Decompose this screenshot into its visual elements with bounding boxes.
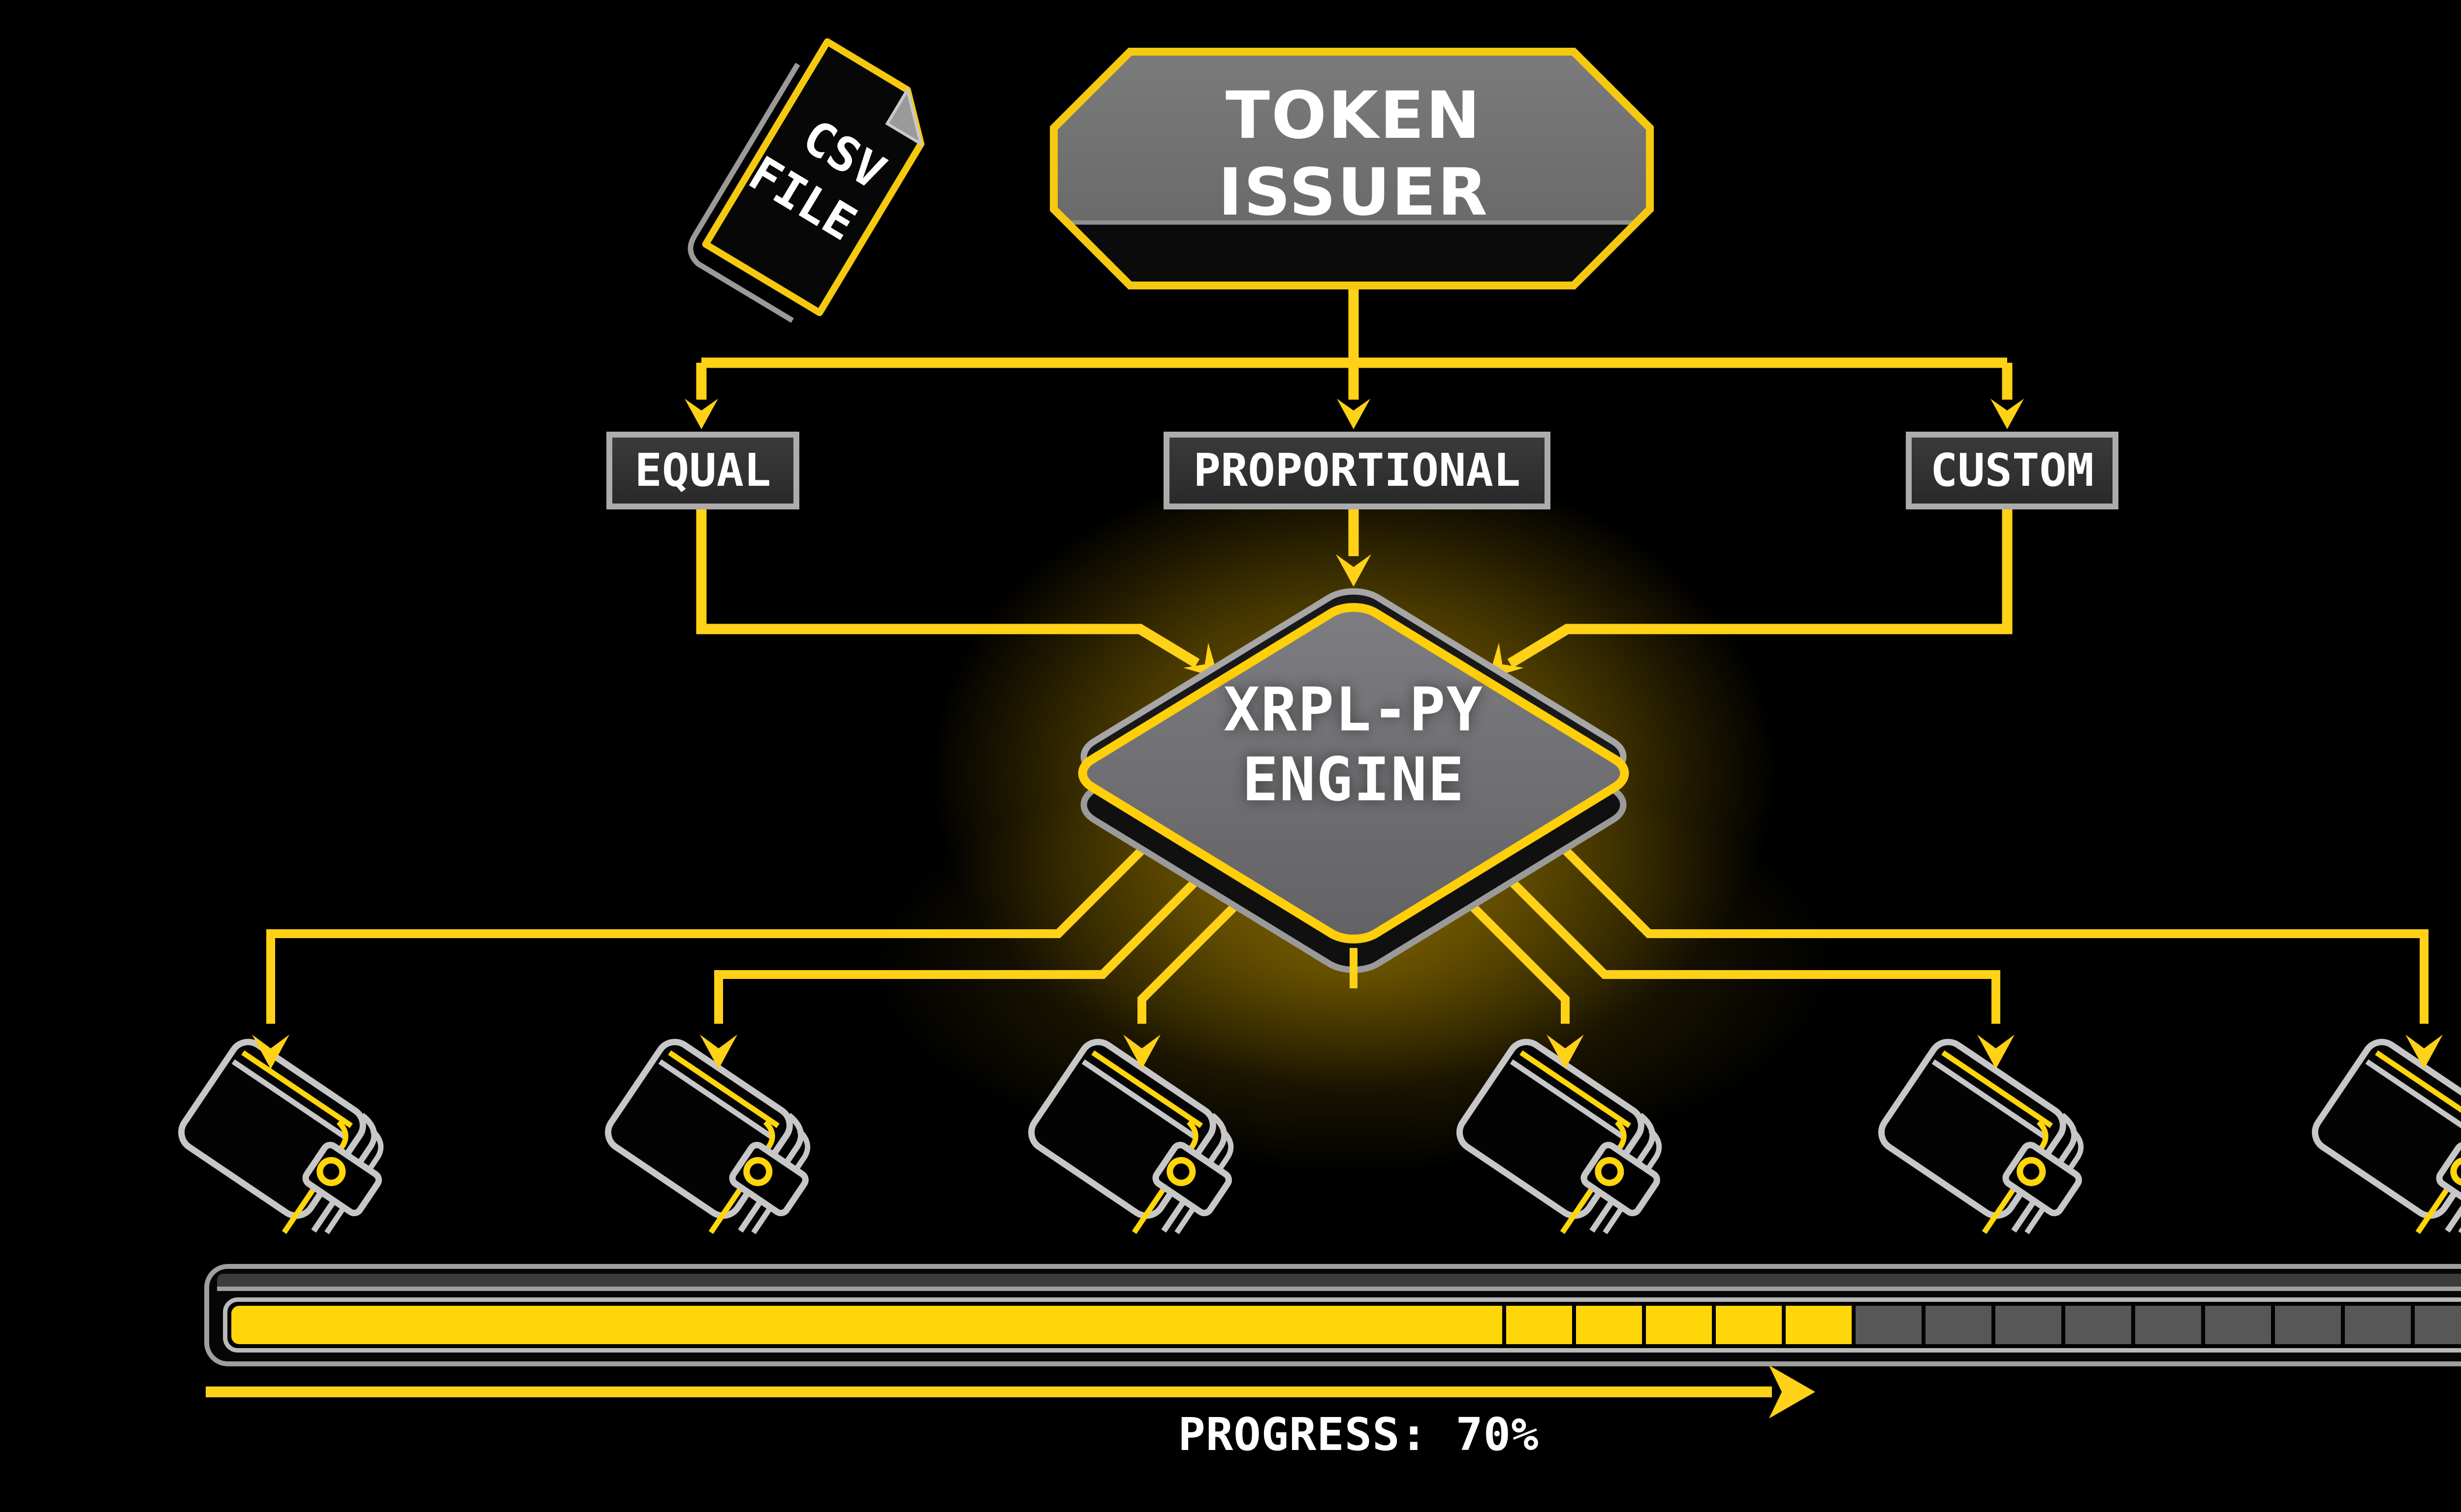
mode-equal-label: EQUAL xyxy=(634,444,771,497)
mode-custom-label: CUSTOM xyxy=(1930,444,2094,497)
wallet-slot-inner xyxy=(2024,1128,2084,1234)
wallet-slot-accent xyxy=(1132,1120,1199,1234)
wallet-slot-inner xyxy=(1174,1128,1234,1234)
progress-arrow-icon xyxy=(206,1365,1815,1418)
wallet-icon xyxy=(1028,1039,1234,1234)
progress-segment-empty xyxy=(1925,1306,1992,1344)
wallet-arrow-icon xyxy=(252,1035,289,1069)
wallet-slot-inner xyxy=(324,1128,384,1234)
wallet-arrow-icon xyxy=(700,1035,737,1069)
wallet-slot-accent xyxy=(1560,1120,1627,1234)
wallet-fold-outer xyxy=(1510,1059,1627,1140)
wallet-fold-outer xyxy=(2365,1059,2461,1140)
progress-segment-filled xyxy=(1506,1306,1573,1344)
wallet-fold-outer xyxy=(1931,1059,2049,1140)
wallet-snap-button xyxy=(316,1157,346,1186)
mode-arrowheads xyxy=(685,399,2024,429)
arrow-down-icon xyxy=(1337,399,1370,429)
progress-fill-solid xyxy=(231,1306,1503,1344)
progress-segment-empty xyxy=(2205,1306,2272,1344)
token-issuer-label: TOKEN ISSUER xyxy=(1117,78,1590,231)
wallet-fold-accent xyxy=(1519,1050,1631,1128)
progress-label: PROGRESS: 70% xyxy=(1178,1408,1539,1461)
wallet-fold-accent xyxy=(241,1050,353,1128)
progress-segment-empty xyxy=(2065,1306,2132,1344)
chip-top-face xyxy=(1070,599,1638,947)
token-issuer-label-line2: ISSUER xyxy=(1218,154,1489,230)
progress-segment-empty xyxy=(2415,1306,2461,1344)
issuer-bottom-rim xyxy=(1067,222,1637,284)
progress-segment-filled xyxy=(1646,1306,1712,1344)
progress-bar-top-face xyxy=(217,1274,2461,1291)
wallet-fold-outer xyxy=(231,1059,348,1140)
mode-proportional-label: PROPORTIONAL xyxy=(1193,444,1521,497)
engine-node xyxy=(1070,583,1638,988)
wallet-arrow-icon xyxy=(1977,1035,2015,1069)
wallet-fold-accent xyxy=(1091,1050,1203,1128)
progress-segment-filled xyxy=(1716,1306,1782,1344)
arrow-down-icon xyxy=(1336,554,1371,587)
engine-wallets-connector xyxy=(266,846,2429,1024)
wallet-arrow-icon xyxy=(1123,1035,1161,1069)
csv-file-icon: CSV FILE xyxy=(688,38,925,323)
wallet-icon xyxy=(178,1039,384,1234)
progress-segment-filled xyxy=(1786,1306,1852,1344)
mode-node-custom: CUSTOM xyxy=(1906,432,2118,509)
progress-segment-filled xyxy=(1576,1306,1642,1344)
engine-label: XRPL-PY ENGINE xyxy=(1107,675,1600,815)
token-issuer-node xyxy=(1050,48,1654,289)
wallet-snap-button xyxy=(743,1157,773,1186)
progress-track xyxy=(223,1297,2461,1353)
engine-label-line2: ENGINE xyxy=(1242,744,1465,815)
wallet-icon xyxy=(1878,1039,2084,1234)
wallet-slot-accent xyxy=(708,1120,775,1234)
csv-file-thickness xyxy=(688,63,800,323)
wallet-arrow-icon xyxy=(1546,1035,1584,1069)
progress-segment-empty xyxy=(1995,1306,2062,1344)
token-issuer-label-line1: TOKEN xyxy=(1225,78,1482,154)
wallet-snap-button xyxy=(1167,1157,1196,1186)
wallet-slot-accent xyxy=(1982,1120,2049,1234)
wallet-fold-outer xyxy=(1081,1059,1199,1140)
progress-bar xyxy=(204,1264,2461,1366)
wallet-slot-accent xyxy=(282,1120,348,1234)
wallet-snap-button xyxy=(1595,1157,1624,1186)
wallet-fold-accent xyxy=(1941,1050,2053,1128)
wallet-snap-button xyxy=(2450,1157,2461,1186)
arrow-down-icon xyxy=(685,399,718,429)
progress-segment-empty xyxy=(2345,1306,2411,1344)
mode-node-proportional: PROPORTIONAL xyxy=(1164,432,1550,509)
engine-label-line1: XRPL-PY xyxy=(1223,675,1484,745)
issuer-distribution-connector xyxy=(696,289,2013,400)
wallet-fold-accent xyxy=(2375,1050,2461,1128)
wallet-fold-outer xyxy=(658,1059,775,1140)
wallet-arrow-icon xyxy=(2405,1035,2443,1069)
wallet-body xyxy=(2312,1039,2461,1219)
wallet-icon xyxy=(1456,1039,1662,1234)
wallet-icon xyxy=(605,1039,811,1234)
arrow-down-icon xyxy=(1990,399,2024,429)
csv-file-fold-corner xyxy=(885,86,923,147)
wallet-slot-inner xyxy=(751,1128,811,1234)
progress-segment-empty xyxy=(1856,1306,1922,1344)
progress-fill xyxy=(231,1306,2461,1344)
csv-file-sheet xyxy=(702,38,925,316)
wallet-snap-button xyxy=(2017,1157,2046,1186)
wallet-slot-inner xyxy=(1603,1128,1662,1234)
modes-engine-connector xyxy=(696,509,2013,668)
issuer-octagon-outline xyxy=(1050,48,1654,289)
mode-node-equal: EQUAL xyxy=(606,432,799,509)
progress-segment-empty xyxy=(2135,1306,2202,1344)
wallet-fold-accent xyxy=(668,1050,780,1128)
progress-segment-empty xyxy=(2275,1306,2341,1344)
wallet-icon xyxy=(2312,1039,2461,1234)
